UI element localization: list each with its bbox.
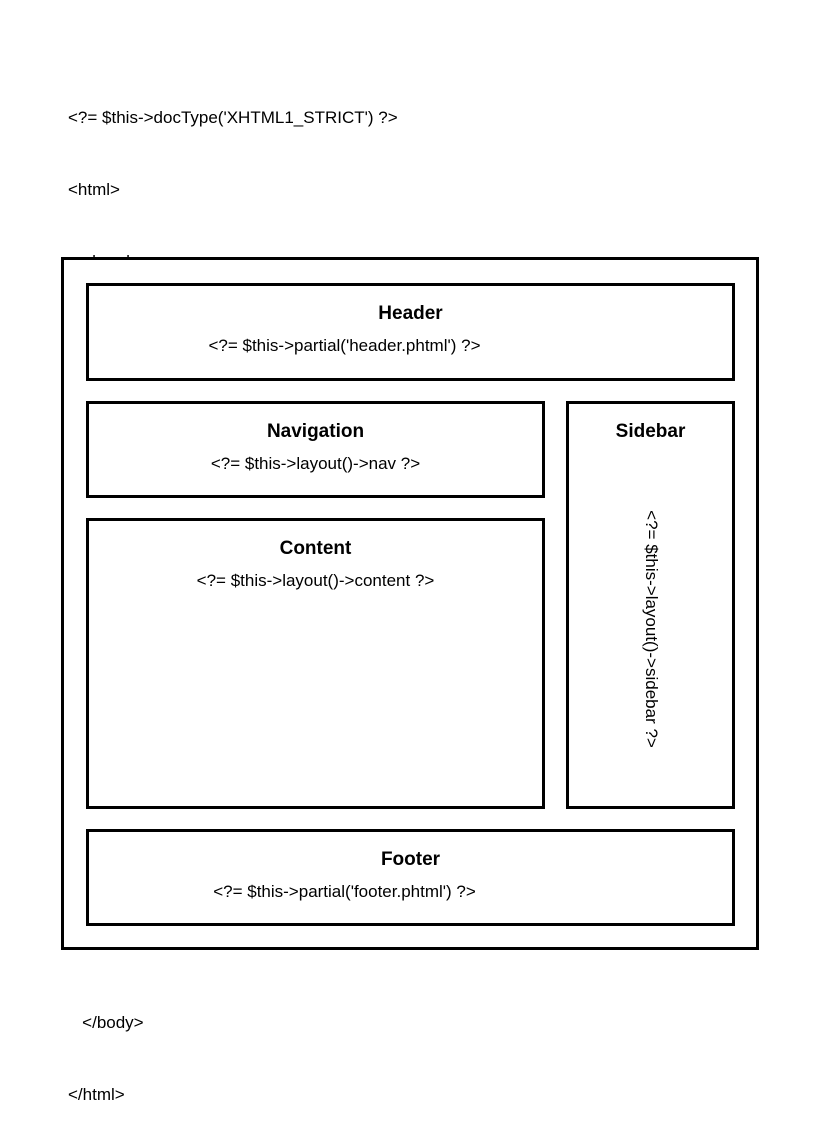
region-sidebar-code: <?= $this->layout()->sidebar ?>	[641, 510, 661, 748]
region-footer: Footer <?= $this->partial('footer.phtml'…	[86, 829, 735, 926]
region-header-code: <?= $this->partial('header.phtml') ?>	[208, 336, 481, 355]
region-sidebar-code-wrapper: <?= $this->layout()->sidebar ?>	[569, 459, 732, 804]
code-line: <html>	[68, 180, 120, 199]
region-header-title: Header	[378, 303, 443, 324]
code-line: <?= $this->docType('XHTML1_STRICT') ?>	[68, 108, 398, 127]
region-content-title: Content	[279, 538, 352, 559]
code-line: </html>	[68, 1085, 125, 1104]
code-listing-after: </body> </html>	[68, 963, 144, 1131]
region-navigation: Navigation <?= $this->layout()->nav ?>	[86, 401, 545, 498]
code-line: </body>	[68, 1013, 144, 1032]
region-footer-code: <?= $this->partial('footer.phtml') ?>	[213, 882, 476, 901]
region-navigation-code: <?= $this->layout()->nav ?>	[210, 454, 421, 473]
region-footer-title: Footer	[380, 849, 441, 870]
region-sidebar: Sidebar <?= $this->layout()->sidebar ?>	[566, 401, 735, 809]
region-sidebar-title: Sidebar	[615, 421, 686, 442]
region-navigation-title: Navigation	[266, 421, 365, 442]
region-content-code: <?= $this->layout()->content ?>	[196, 571, 435, 590]
region-header: Header <?= $this->partial('header.phtml'…	[86, 283, 735, 381]
region-content: Content <?= $this->layout()->content ?>	[86, 518, 545, 809]
